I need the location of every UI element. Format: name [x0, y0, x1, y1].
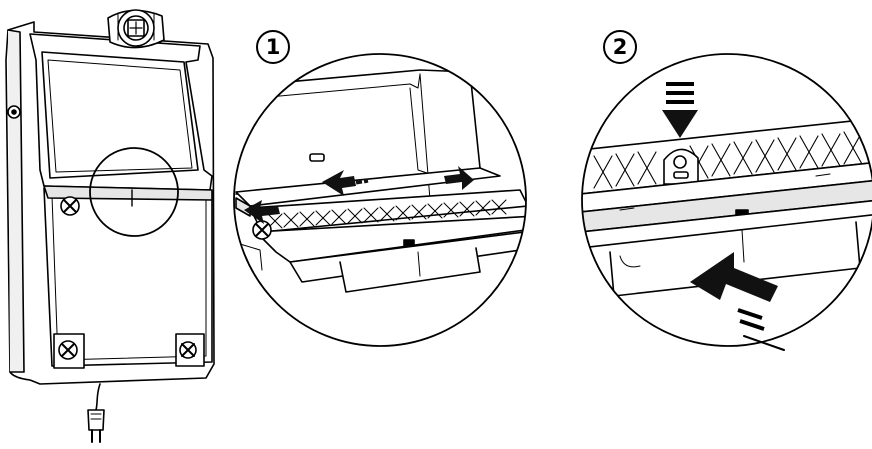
detail-step-1: [233, 53, 527, 347]
device-overview: [5, 9, 215, 443]
push-arrow-icon: [244, 166, 474, 224]
push-arrow-icon: [662, 82, 785, 351]
screw-icon: [60, 196, 80, 216]
screw-icon: [175, 333, 205, 367]
magnifier-circle: [89, 147, 179, 237]
detail-step-2: [581, 53, 872, 351]
step-number-2: 2: [603, 30, 637, 64]
step-number-1: 1: [256, 30, 290, 64]
open-lid: [29, 33, 213, 191]
screw-icon: [53, 333, 85, 369]
top-fan-unit: [107, 9, 165, 49]
power-plug-icon: [87, 383, 105, 443]
